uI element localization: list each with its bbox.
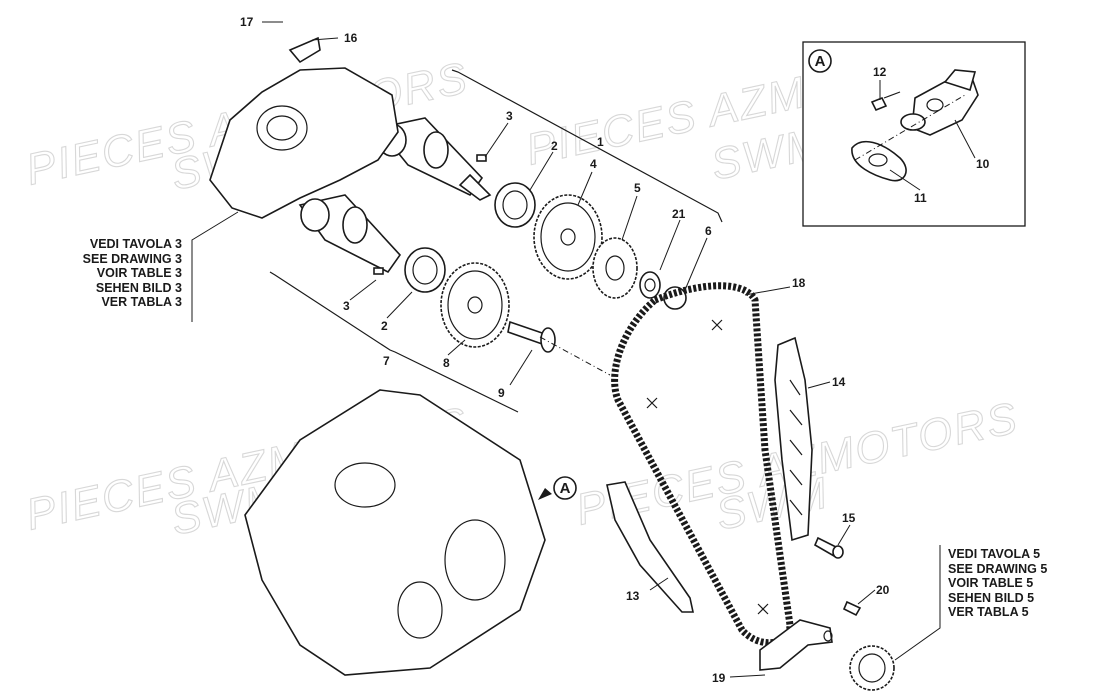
bolt-12 — [870, 91, 901, 112]
callout-3-lower: 3 — [343, 299, 350, 313]
bolt-9 — [507, 320, 556, 353]
callout-16: 16 — [344, 31, 358, 45]
bolt-15 — [813, 536, 844, 559]
ref-line: VER TABLA 3 — [101, 295, 182, 309]
callout-3-upper: 3 — [506, 109, 513, 123]
ref-line: VEDI TAVOLA 3 — [89, 237, 182, 251]
detail-marker-label: A — [815, 53, 826, 70]
washer-21 — [639, 271, 661, 299]
callout-numbers: 17 16 3 1 2 4 5 21 6 3 2 8 7 9 18 14 15 … — [240, 15, 990, 685]
callout-4: 4 — [590, 157, 597, 171]
sprocket-upper — [533, 194, 603, 280]
callout-10: 10 — [976, 157, 990, 171]
axis-line — [539, 336, 611, 376]
ref-leader-5 — [894, 545, 941, 661]
callout-21: 21 — [672, 207, 686, 221]
svg-text:A: A — [560, 480, 571, 497]
callout-14: 14 — [832, 375, 846, 389]
callout-7: 7 — [383, 354, 390, 368]
callout-8: 8 — [443, 356, 450, 370]
pin-upper — [476, 154, 487, 162]
callout-5: 5 — [634, 181, 641, 195]
crank-sprocket — [849, 645, 895, 691]
chain-guide-14 — [774, 336, 813, 542]
chain-cross-markers — [646, 319, 769, 615]
callout-19: 19 — [712, 671, 726, 685]
ref-line: SEHEN BILD 3 — [95, 280, 182, 295]
cylinder-head — [244, 389, 546, 676]
callout-15: 15 — [842, 511, 856, 525]
detail-marker-circle — [808, 49, 832, 73]
ref-line: VER TABLA 5 — [948, 605, 1029, 619]
reference-drawing-3: VEDI TAVOLA 3 SEE DRAWING 3 VOIR TABLE 3… — [83, 237, 182, 310]
ref-line: SEHEN BILD 5 — [948, 590, 1035, 605]
callout-2-lower: 2 — [381, 319, 388, 333]
gear-5 — [592, 237, 638, 299]
sprocket-lower — [440, 262, 510, 348]
ref-line: SEE DRAWING 5 — [948, 561, 1048, 576]
detail-marker-pointer: A — [538, 476, 577, 500]
callout-6: 6 — [705, 224, 712, 238]
callout-18: 18 — [792, 276, 806, 290]
ref-line: VOIR TABLE 5 — [948, 576, 1034, 590]
ref-line: VEDI TAVOLA 5 — [948, 547, 1041, 561]
gasket — [851, 140, 907, 182]
callout-1: 1 — [597, 135, 604, 149]
camshaft-lower — [298, 194, 402, 274]
bracket-19 — [759, 619, 833, 671]
callout-leaders — [262, 21, 976, 678]
ref-leader-3 — [191, 211, 239, 322]
bracket-1 — [451, 69, 723, 223]
ref-line: SEE DRAWING 3 — [82, 251, 182, 266]
callout-13: 13 — [626, 589, 640, 603]
callout-17: 17 — [240, 15, 254, 29]
ref-line: VOIR TABLE 3 — [96, 266, 182, 280]
callout-11: 11 — [914, 191, 927, 205]
camshaft-upper — [376, 117, 492, 201]
callout-9: 9 — [498, 386, 505, 400]
callout-2-upper: 2 — [551, 139, 558, 153]
detail-inset-frame — [802, 41, 1026, 227]
axis-line — [854, 94, 966, 161]
cam-cover — [209, 36, 399, 219]
bearing-upper — [494, 182, 536, 228]
reference-drawing-5: VEDI TAVOLA 5 SEE DRAWING 5 VOIR TABLE 5… — [948, 547, 1047, 620]
chain-guide-13 — [606, 481, 694, 613]
callout-20: 20 — [876, 583, 890, 597]
pin-lower — [373, 267, 384, 275]
bracket-7 — [269, 271, 519, 413]
bolt-20 — [842, 600, 862, 617]
bearing-lower — [404, 247, 446, 293]
callout-12: 12 — [873, 65, 887, 79]
